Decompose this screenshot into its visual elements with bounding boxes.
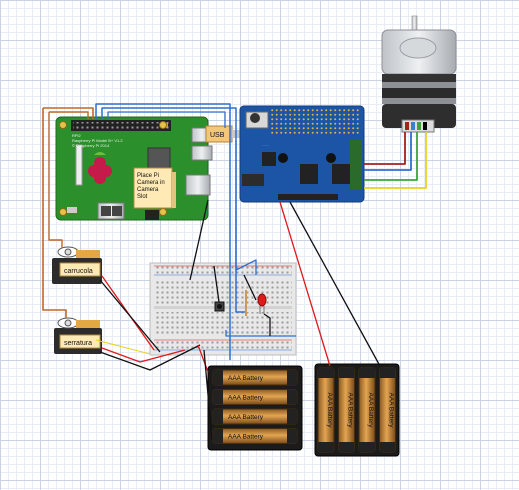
- battery-pack-right: AAA Battery AAA Battery AAA Battery AAA Bat…: [314, 363, 400, 457]
- camera-slot-note: Place Pi Camera in Camera Slot: [133, 167, 176, 209]
- raspberry-pi: RPi2 Raspberry Pi Model B+ V1.2 © Raspbe…: [55, 116, 213, 221]
- camera-note-line-3: Camera: [137, 187, 159, 193]
- red-led: [257, 293, 267, 314]
- battery-cell-label: AAA Battery: [228, 434, 264, 441]
- battery-cell-label: AAA Battery: [347, 392, 354, 428]
- raspberry-logo-icon: [88, 152, 112, 184]
- pi-silk-line-1: RPi2: [72, 133, 81, 138]
- usb-label: USB: [210, 132, 225, 139]
- battery-cell: AAA Battery: [212, 428, 298, 444]
- pi-silk-line-3: © Raspberry Pi 2014: [72, 143, 110, 148]
- battery-cell-label: AAA Battery: [228, 414, 264, 421]
- pi-silk-line-2: Raspberry Pi Model B+ V1.2: [72, 138, 123, 143]
- battery-cell-label: AAA Battery: [228, 375, 264, 382]
- battery-cell: AAA Battery: [379, 367, 396, 453]
- servo-bottom-label: serratura: [64, 340, 92, 347]
- battery-cell-label: AAA Battery: [367, 392, 374, 428]
- camera-note-line-2: Camera in: [137, 180, 165, 186]
- servo-bottom: serratura: [54, 317, 102, 354]
- camera-note-line-4: Slot: [137, 194, 148, 200]
- battery-cell-label: AAA Battery: [326, 392, 333, 428]
- shield-silk: ·······: [262, 143, 269, 147]
- battery-cell-label: AAA Battery: [388, 392, 395, 428]
- battery-cell-label: AAA Battery: [228, 395, 264, 402]
- motor-shield: ·······: [239, 105, 365, 203]
- breadboard: [149, 262, 297, 356]
- battery-cell: AAA Battery: [317, 367, 335, 453]
- battery-cell: AAA Battery: [212, 408, 298, 425]
- stepper-motor: [381, 15, 457, 133]
- servo-top: carrucola: [52, 246, 102, 284]
- camera-note-line-1: Place Pi: [137, 173, 159, 179]
- wires: [42, 103, 427, 441]
- battery-cell: AAA Battery: [212, 369, 298, 386]
- battery-cell: AAA Battery: [212, 389, 298, 405]
- usb-connector: USB: [205, 125, 240, 143]
- battery-cell: AAA Battery: [338, 367, 355, 453]
- servo-top-label: carrucola: [64, 268, 93, 275]
- battery-cell: AAA Battery: [358, 367, 376, 453]
